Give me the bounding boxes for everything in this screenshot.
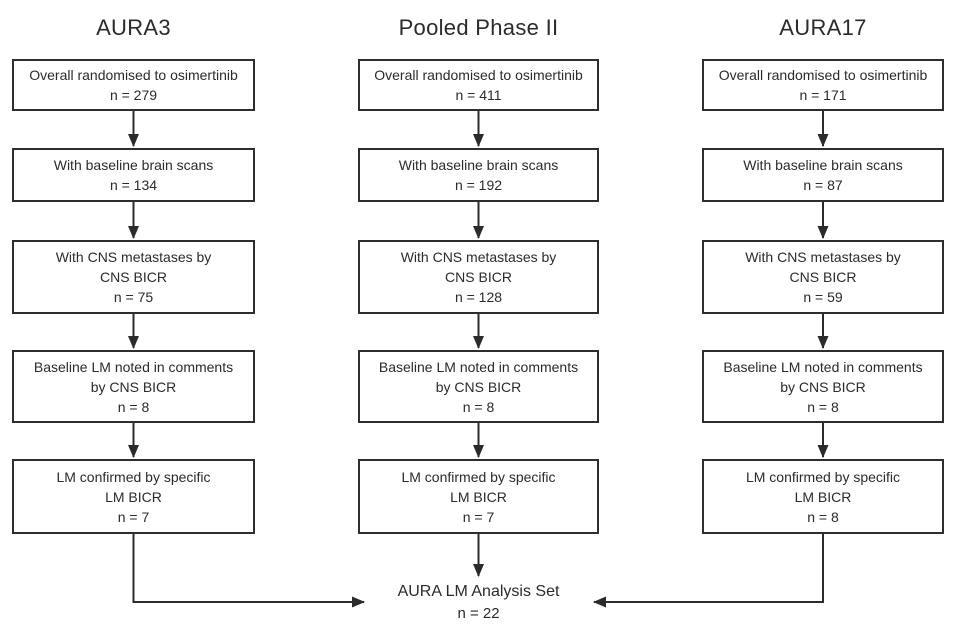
box-line: LM BICR bbox=[794, 488, 852, 505]
box-n: n = 7 bbox=[462, 508, 495, 525]
box-line: With CNS metastases by bbox=[400, 249, 557, 265]
analysis-set-label: AURA LM Analysis Set n = 22 bbox=[308, 581, 649, 625]
box-line: Overall randomised to osimertinib bbox=[374, 67, 583, 83]
box-line: With CNS metastases by bbox=[55, 249, 212, 265]
flow-box-aura3-baseline-lm: Baseline LM noted in comments by CNS BIC… bbox=[12, 350, 255, 423]
flow-box-pooled-cns-metastases: With CNS metastases by CNS BICR n = 128 bbox=[358, 240, 599, 314]
box-line: LM BICR bbox=[450, 488, 507, 505]
box-n: n = 128 bbox=[454, 289, 503, 305]
flow-box-aura17-baseline-lm: Baseline LM noted in comments by CNS BIC… bbox=[702, 350, 944, 423]
box-line: Overall randomised to osimertinib bbox=[29, 67, 238, 83]
box-line: by CNS BICR bbox=[780, 378, 866, 395]
box-n: n = 59 bbox=[803, 289, 843, 305]
flow-box-pooled-lm-confirmed: LM confirmed by specific LM BICR n = 7 bbox=[358, 459, 599, 534]
box-line: With CNS metastases by bbox=[745, 249, 901, 265]
box-n: n = 7 bbox=[117, 508, 150, 525]
column-title-pooled-phase-2: Pooled Phase II bbox=[398, 15, 559, 40]
box-line: With baseline brain scans bbox=[53, 157, 214, 173]
flow-box-aura17-randomised: Overall randomised to osimertinib n = 17… bbox=[702, 59, 944, 111]
box-line: by CNS BICR bbox=[435, 378, 522, 395]
column-title-aura17: AURA17 bbox=[779, 15, 867, 40]
box-line: Baseline LM noted in comments bbox=[723, 358, 923, 375]
box-line: With baseline brain scans bbox=[398, 157, 559, 173]
flow-box-aura3-lm-confirmed: LM confirmed by specific LM BICR n = 7 bbox=[12, 459, 255, 534]
flow-box-pooled-randomised: Overall randomised to osimertinib n = 41… bbox=[358, 59, 599, 111]
box-n: n = 8 bbox=[462, 398, 495, 415]
box-n: n = 171 bbox=[799, 87, 847, 103]
flow-box-pooled-baseline-lm: Baseline LM noted in comments by CNS BIC… bbox=[358, 350, 599, 423]
box-line: LM confirmed by specific bbox=[745, 468, 901, 485]
analysis-set-n: n = 22 bbox=[457, 605, 500, 622]
box-line: LM BICR bbox=[105, 488, 162, 505]
flow-box-aura3-randomised: Overall randomised to osimertinib n = 27… bbox=[12, 59, 255, 111]
box-line: Baseline LM noted in comments bbox=[33, 358, 234, 375]
box-n: n = 8 bbox=[807, 398, 839, 415]
column-title-aura3: AURA3 bbox=[96, 15, 171, 40]
box-n: n = 8 bbox=[117, 398, 150, 415]
flow-box-aura17-brain-scans: With baseline brain scans n = 87 bbox=[702, 148, 944, 202]
flow-box-aura3-brain-scans: With baseline brain scans n = 134 bbox=[12, 148, 255, 202]
box-n: n = 87 bbox=[803, 177, 843, 193]
box-line: CNS BICR bbox=[445, 269, 512, 285]
box-n: n = 75 bbox=[113, 289, 154, 305]
box-n: n = 134 bbox=[109, 177, 158, 193]
flow-box-aura17-cns-metastases: With CNS metastases by CNS BICR n = 59 bbox=[702, 240, 944, 314]
box-line: Baseline LM noted in comments bbox=[378, 358, 579, 375]
flow-box-aura3-cns-metastases: With CNS metastases by CNS BICR n = 75 bbox=[12, 240, 255, 314]
box-line: by CNS BICR bbox=[90, 378, 177, 395]
box-line: CNS BICR bbox=[100, 269, 167, 285]
box-n: n = 279 bbox=[109, 87, 158, 103]
analysis-set-title: AURA LM Analysis Set bbox=[397, 583, 560, 600]
box-line: LM confirmed by specific bbox=[401, 468, 556, 485]
box-n: n = 192 bbox=[454, 177, 503, 193]
box-n: n = 411 bbox=[455, 87, 502, 103]
box-n: n = 8 bbox=[807, 508, 839, 525]
box-line: Overall randomised to osimertinib bbox=[718, 67, 928, 83]
flow-box-pooled-brain-scans: With baseline brain scans n = 192 bbox=[358, 148, 599, 202]
box-line: CNS BICR bbox=[789, 269, 857, 285]
box-line: With baseline brain scans bbox=[743, 157, 903, 173]
box-line: LM confirmed by specific bbox=[56, 468, 211, 485]
flow-box-aura17-lm-confirmed: LM confirmed by specific LM BICR n = 8 bbox=[702, 459, 944, 534]
